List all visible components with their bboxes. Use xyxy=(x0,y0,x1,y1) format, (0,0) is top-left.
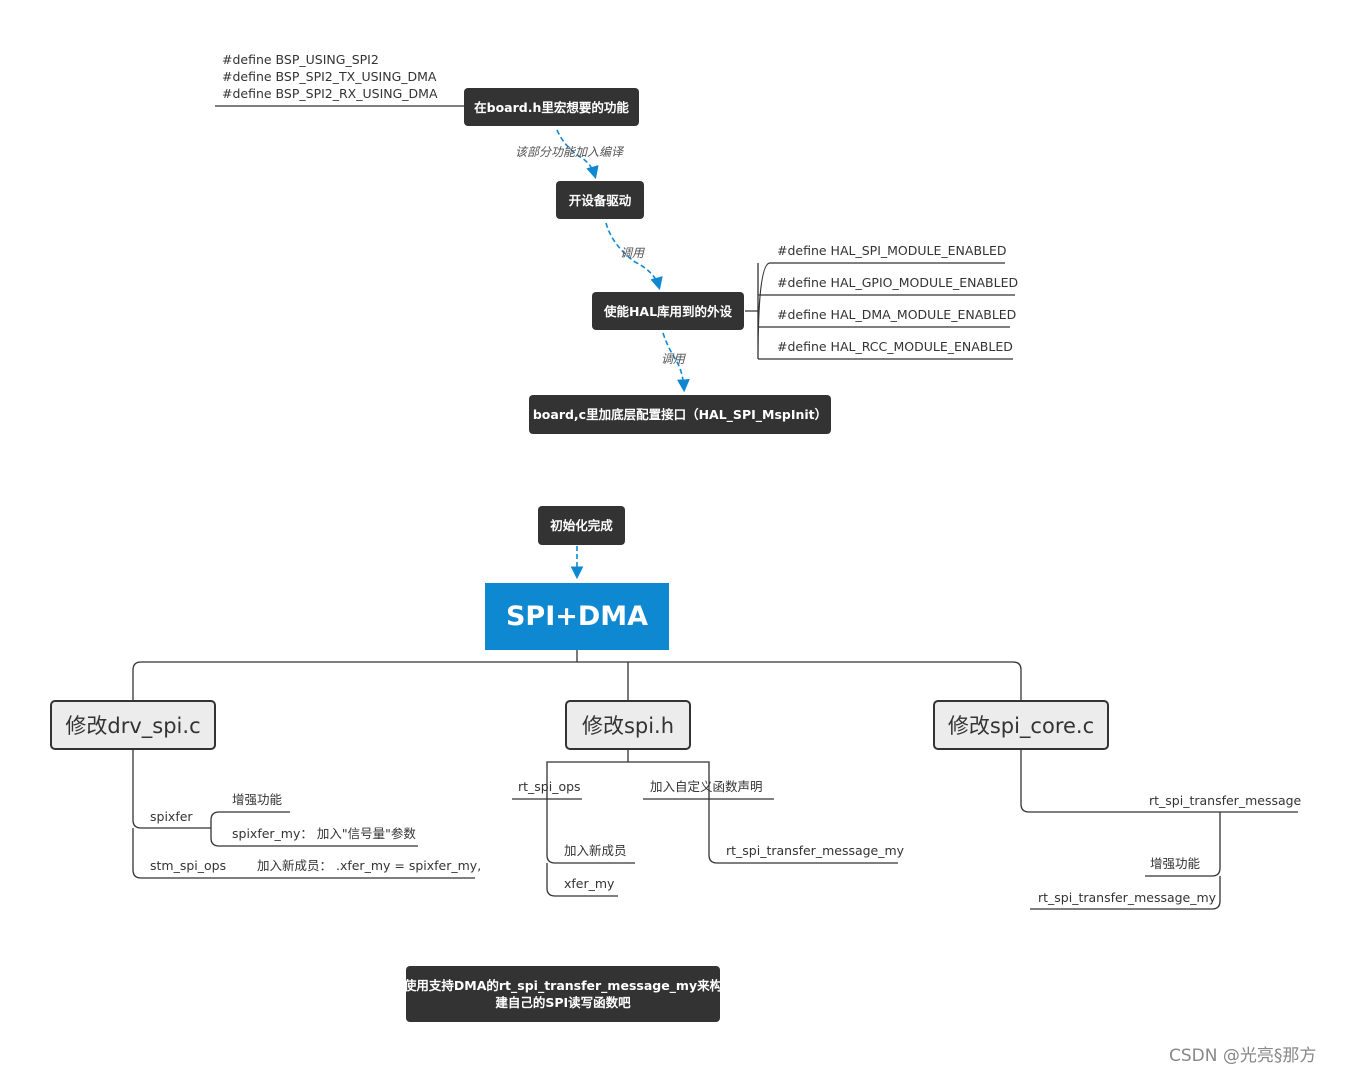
item-stm-spi-ops[interactable]: stm_spi_ops xyxy=(150,858,227,873)
item-core-enhance[interactable]: 增强功能 xyxy=(1150,856,1201,871)
define-hal-spi: #define HAL_SPI_MODULE_ENABLED xyxy=(777,243,1007,258)
item-drv-enhance[interactable]: 增强功能 xyxy=(232,792,283,807)
arrow-compile xyxy=(556,129,599,180)
edge-label-compile: 该部分功能加入编译 xyxy=(515,145,624,159)
node-board-c[interactable]: board,c里加底层配置接口（HAL_SPI_MspInit） xyxy=(529,395,831,434)
item-xfer-my[interactable]: xfer_my xyxy=(564,876,615,891)
central-topic-spi-dma[interactable]: SPI+DMA xyxy=(485,583,669,650)
item-spih-add-member[interactable]: 加入新成员 xyxy=(564,843,627,858)
bottom-note-line-1: 使用支持DMA的rt_spi_transfer_message_my来构 xyxy=(403,978,723,993)
item-core-msg-my[interactable]: rt_spi_transfer_message_my xyxy=(1038,890,1217,905)
drv-spi-lines xyxy=(132,750,475,879)
item-custom-decl[interactable]: 加入自定义函数声明 xyxy=(650,779,763,794)
item-core-msg[interactable]: rt_spi_transfer_message xyxy=(1149,793,1302,808)
edge-label-call-1: 调用 xyxy=(620,246,645,260)
arrow-call-2 xyxy=(662,332,690,393)
item-drv-add-member[interactable]: 加入新成员： .xfer_my = spixfer_my, xyxy=(257,858,482,873)
define-hal-dma: #define HAL_DMA_MODULE_ENABLED xyxy=(777,307,1017,322)
node-board-h[interactable]: 在board.h里宏想要的功能 xyxy=(464,88,639,126)
watermark: CSDN @光亮§那方 xyxy=(1169,1046,1317,1066)
node-hal-enable[interactable]: 使能HAL库用到的外设 xyxy=(592,292,744,330)
node-bottom-note[interactable]: 使用支持DMA的rt_spi_transfer_message_my来构 建自己… xyxy=(403,966,723,1022)
edge-label-call-2: 调用 xyxy=(661,352,686,366)
branch-drv-spi[interactable]: 修改drv_spi.c xyxy=(50,700,216,750)
branch-spi-h[interactable]: 修改spi.h xyxy=(565,700,691,750)
central-branch-lines xyxy=(132,649,1022,700)
define-hal-rcc: #define HAL_RCC_MODULE_ENABLED xyxy=(777,339,1013,354)
branch-spi-core[interactable]: 修改spi_core.c xyxy=(933,700,1109,750)
spi-core-lines xyxy=(1020,750,1298,910)
item-rt-spi-ops[interactable]: rt_spi_ops xyxy=(518,779,581,794)
define-bsp-spi2-tx-dma: #define BSP_SPI2_TX_USING_DMA xyxy=(222,69,437,84)
node-device-driver[interactable]: 开设备驱动 xyxy=(556,181,644,219)
spi-h-lines xyxy=(512,750,898,897)
define-bsp-spi2-rx-dma: #define BSP_SPI2_RX_USING_DMA xyxy=(222,86,438,101)
define-hal-gpio: #define HAL_GPIO_MODULE_ENABLED xyxy=(777,275,1019,290)
item-spih-msg-my[interactable]: rt_spi_transfer_message_my xyxy=(726,843,905,858)
node-init-done[interactable]: 初始化完成 xyxy=(538,506,625,545)
hal-bracket xyxy=(745,262,1015,360)
item-spixfer-my[interactable]: spixfer_my： 加入"信号量"参数 xyxy=(232,826,416,841)
bottom-note-line-2: 建自己的SPI读写函数吧 xyxy=(495,995,631,1010)
define-bsp-using-spi2: #define BSP_USING_SPI2 xyxy=(222,52,379,67)
arrow-call-1 xyxy=(605,222,663,291)
item-spixfer[interactable]: spixfer xyxy=(150,809,193,824)
